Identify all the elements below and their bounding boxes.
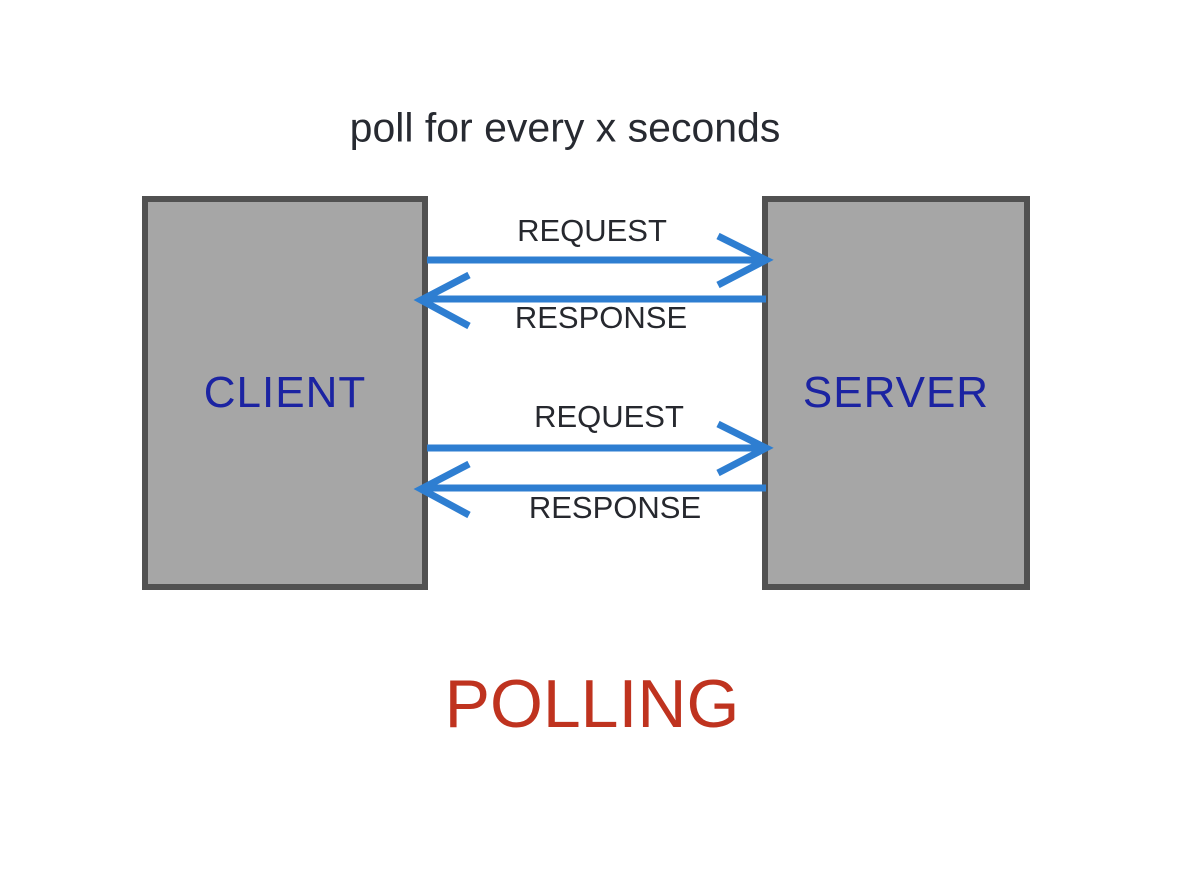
client-box: CLIENT [142,196,428,590]
client-label: CLIENT [203,368,367,417]
diagram-title: poll for every x seconds [349,104,781,151]
server-label: SERVER [802,368,990,417]
request-label-2: REQUEST [534,399,684,434]
diagram-caption: POLLING [444,666,740,742]
server-box: SERVER [762,196,1030,590]
response-label-1: RESPONSE [514,300,688,335]
request-label-1: REQUEST [517,213,667,248]
response-label-2: RESPONSE [528,490,702,525]
